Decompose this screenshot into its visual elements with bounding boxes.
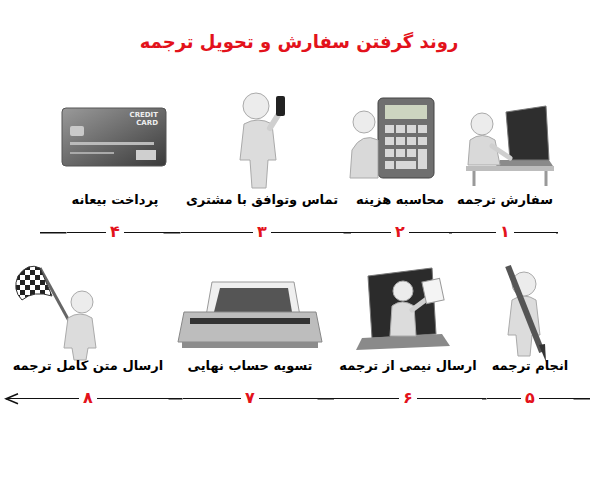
step-label: سفارش ترجمه	[452, 190, 558, 210]
printer-base	[182, 342, 318, 348]
key	[385, 137, 394, 145]
process-step: تماس وتوافق با مشتری ۳	[181, 190, 344, 242]
key	[385, 125, 394, 133]
step-number-row: ۳	[181, 222, 344, 242]
process-step: تسویه حساب نهایی ۷	[183, 356, 318, 408]
step-label: انجام ترجمه	[487, 356, 574, 376]
step-number-row: ۷	[183, 388, 318, 408]
figure-head	[353, 111, 375, 133]
laptop-delivery-icon	[356, 268, 450, 350]
finish-flag-icon	[16, 266, 96, 360]
phone-user-icon	[240, 93, 285, 188]
figure-arm	[492, 146, 510, 158]
key	[385, 149, 394, 157]
timeline-connector	[344, 232, 352, 234]
key	[407, 149, 416, 157]
key	[396, 125, 405, 133]
timeline-connector	[169, 398, 183, 400]
key	[418, 137, 427, 145]
step-number-row: ۸	[8, 388, 169, 408]
desk-leg	[473, 171, 476, 186]
timeline-stub	[40, 232, 67, 234]
process-step: پرداخت بیعانه ۴	[67, 190, 164, 242]
step-number: ۲	[391, 222, 409, 242]
key	[418, 149, 427, 169]
desk-leg	[545, 171, 548, 186]
calculator-display	[385, 105, 427, 119]
printout-image	[214, 288, 292, 312]
step-number-row: ۴	[67, 222, 164, 242]
timeline-connector	[164, 232, 181, 234]
step-label: محاسبه هزینه	[351, 190, 449, 210]
figure-head	[471, 113, 493, 135]
step-label: پرداخت بیعانه	[67, 190, 164, 210]
step-number: ۵	[521, 388, 539, 408]
timeline-stub	[574, 398, 591, 400]
figure-head	[71, 291, 93, 313]
timeline-connector	[318, 398, 335, 400]
figure-head	[393, 281, 413, 301]
card-chip	[70, 126, 84, 136]
printer-body	[178, 312, 322, 342]
card	[62, 108, 166, 166]
printer-icon	[178, 282, 322, 348]
step-number-row: ۶	[334, 388, 482, 408]
step-number: ۳	[253, 222, 271, 242]
pencil-user-icon	[508, 266, 546, 362]
figure-body	[64, 314, 96, 360]
key	[396, 149, 405, 157]
step-number: ۸	[79, 388, 97, 408]
step-number: ۷	[241, 388, 259, 408]
desk	[466, 166, 554, 171]
credit-card-icon	[62, 108, 166, 166]
printer-slot	[190, 318, 310, 324]
step-label: تسویه حساب نهایی	[183, 356, 318, 376]
paper	[422, 278, 444, 303]
laptop-screen	[368, 268, 436, 338]
figure-body	[350, 138, 378, 178]
card-name-strip	[70, 152, 114, 154]
process-step: سفارش ترجمه ۱	[452, 190, 558, 242]
key	[396, 137, 405, 145]
step-number: ۱	[496, 222, 514, 242]
pencil	[508, 266, 542, 352]
calculator-body	[378, 98, 434, 178]
diagram-title: روند گرفتن سفارش و تحویل ترجمه	[0, 30, 598, 54]
step-number: ۶	[399, 388, 417, 408]
key	[396, 161, 416, 169]
process-step: انجام ترجمه ۵	[487, 356, 574, 408]
printout	[206, 282, 300, 316]
step-number: ۴	[106, 222, 124, 242]
step-label: ارسال متن کامل ترجمه	[8, 356, 169, 376]
process-step: محاسبه هزینه ۲	[351, 190, 449, 242]
calculator-icon	[350, 98, 434, 178]
process-step: ارسال متن کامل ترجمه ۸	[8, 356, 169, 408]
key	[407, 125, 416, 133]
key	[418, 125, 427, 133]
step-number-row: ۱	[452, 222, 558, 242]
card-logo	[136, 150, 156, 160]
laptop-base	[496, 160, 553, 166]
step-label: ارسال نیمی از ترجمه	[334, 356, 482, 376]
step-number-row: ۵	[487, 388, 574, 408]
calculator-keys	[385, 125, 427, 169]
laptop-screen	[506, 106, 549, 160]
key	[407, 137, 416, 145]
flag	[16, 266, 52, 300]
step-number-row: ۲	[351, 222, 449, 242]
card-number-strip	[70, 142, 154, 145]
phone	[276, 96, 285, 116]
card-caption: CREDIT CARD	[124, 111, 158, 127]
laptop-user-icon	[466, 106, 554, 186]
step-label: تماس وتوافق با مشتری	[181, 190, 344, 210]
key	[385, 161, 394, 169]
figure-head	[243, 93, 269, 119]
process-step: ارسال نیمی از ترجمه ۶	[334, 356, 482, 408]
